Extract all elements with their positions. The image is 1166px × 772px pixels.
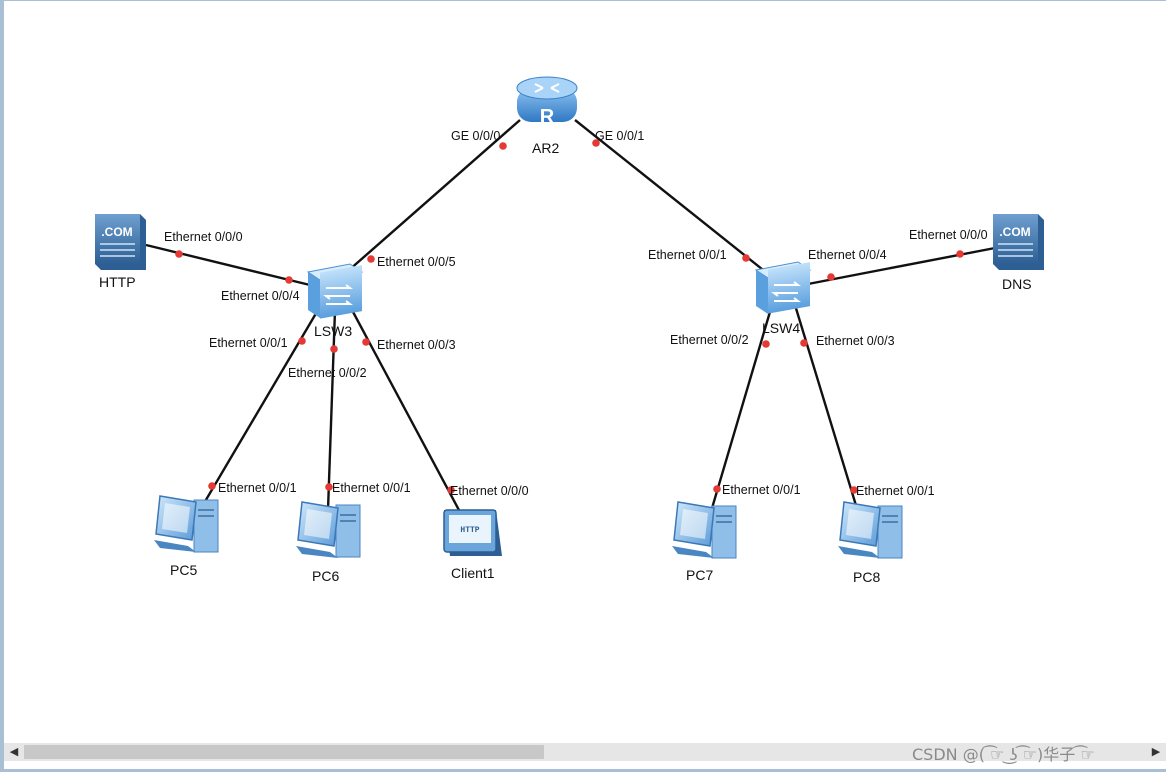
port-dot-ar2-ge000[interactable] — [499, 142, 507, 150]
port-dot-lsw3-e002[interactable] — [330, 345, 338, 353]
link-lsw4-pc8[interactable] — [793, 304, 860, 513]
port-label-dns-e000: Ethernet 0/0/0 — [909, 228, 988, 242]
router-ar2[interactable]: R AR2 — [516, 76, 578, 156]
device-label-pc5: PC5 — [170, 562, 197, 578]
switch-lsw4[interactable]: LSW4 — [754, 261, 812, 336]
device-label-ar2: AR2 — [532, 140, 559, 156]
port-dot-lsw4-e003[interactable] — [800, 339, 808, 347]
port-label-pc8-e001: Ethernet 0/0/1 — [856, 484, 935, 498]
device-label-http: HTTP — [99, 274, 136, 290]
link-lsw3-client1[interactable] — [350, 309, 462, 513]
server-icon: .COM — [993, 214, 1044, 270]
horizontal-scrollbar[interactable]: ◀ ▶ — [4, 743, 1166, 761]
svg-text:R: R — [540, 106, 555, 128]
server-http[interactable]: .COM HTTP — [95, 214, 146, 290]
port-label-lsw3-e001: Ethernet 0/0/1 — [209, 336, 288, 350]
port-label-pc6-e001: Ethernet 0/0/1 — [332, 481, 411, 495]
device-label-lsw3: LSW3 — [314, 323, 352, 339]
port-dot-pc6-e001[interactable] — [325, 483, 333, 491]
pc-pc6[interactable]: PC6 — [296, 501, 361, 584]
port-dots — [175, 139, 964, 494]
client-client1[interactable]: HTTP Client1 — [443, 509, 502, 581]
pc-icon — [672, 501, 737, 559]
server-dns[interactable]: .COM DNS — [993, 214, 1044, 292]
switch-icon — [754, 261, 812, 314]
scroll-right-arrow-icon[interactable]: ▶ — [1151, 746, 1161, 758]
scroll-left-arrow-icon[interactable]: ◀ — [9, 746, 19, 758]
port-dot-pc8-e001[interactable] — [850, 486, 858, 494]
port-label-lsw3-e002: Ethernet 0/0/2 — [288, 366, 367, 380]
port-label-ar2-ge001: GE 0/0/1 — [595, 129, 644, 143]
port-dot-lsw3-e005[interactable] — [367, 255, 375, 263]
pc-icon — [838, 501, 903, 559]
svg-text:.COM: .COM — [101, 225, 132, 239]
pc-pc8[interactable]: PC8 — [838, 501, 903, 585]
switch-icon — [306, 263, 364, 319]
port-label-pc5-e001: Ethernet 0/0/1 — [218, 481, 297, 495]
port-label-http-e000: Ethernet 0/0/0 — [164, 230, 243, 244]
port-label-lsw4-e002: Ethernet 0/0/2 — [670, 333, 749, 347]
device-label-pc6: PC6 — [312, 568, 339, 584]
svg-text:HTTP: HTTP — [460, 526, 479, 535]
port-dot-dns-e000[interactable] — [956, 250, 964, 258]
port-dot-lsw3-e003[interactable] — [362, 338, 370, 346]
scrollbar-thumb[interactable] — [24, 745, 544, 759]
port-dot-ar2-ge001[interactable] — [592, 139, 600, 147]
port-label-client1-e000: Ethernet 0/0/0 — [450, 484, 529, 498]
csdn-watermark: CSDN @( ͡☞ ͜ʖ ͡☞)华子 ͡☞ — [912, 745, 1095, 764]
port-dot-lsw3-e001[interactable] — [298, 337, 306, 345]
port-label-lsw4-e003: Ethernet 0/0/3 — [816, 334, 895, 348]
links — [145, 119, 996, 516]
port-label-pc7-e001: Ethernet 0/0/1 — [722, 483, 801, 497]
port-label-lsw4-e001: Ethernet 0/0/1 — [648, 248, 727, 262]
link-lsw4-pc7[interactable] — [708, 304, 774, 516]
http-client-icon: HTTP — [443, 509, 502, 556]
pc-pc7[interactable]: PC7 — [672, 501, 737, 583]
port-labels: GE 0/0/0 GE 0/0/1 Ethernet 0/0/5 Etherne… — [164, 129, 988, 498]
port-dot-lsw4-e001[interactable] — [742, 254, 750, 262]
link-dns-lsw4[interactable] — [807, 246, 996, 286]
port-label-lsw3-e005: Ethernet 0/0/5 — [377, 255, 456, 269]
link-ar2-lsw3[interactable] — [331, 119, 521, 286]
link-lsw3-pc5[interactable] — [198, 309, 320, 511]
pc-pc5[interactable]: PC5 — [154, 495, 219, 578]
device-label-dns: DNS — [1002, 276, 1032, 292]
link-lsw3-pc6[interactable] — [326, 309, 337, 511]
port-label-lsw3-e004: Ethernet 0/0/4 — [221, 289, 300, 303]
pc-icon — [296, 501, 361, 558]
port-dot-lsw4-e002[interactable] — [762, 340, 770, 348]
port-dot-lsw4-e004[interactable] — [827, 273, 835, 281]
link-http-lsw3[interactable] — [145, 243, 311, 287]
device-label-client1: Client1 — [451, 565, 495, 581]
port-dot-client1-e000[interactable] — [447, 486, 455, 494]
port-label-lsw4-e004: Ethernet 0/0/4 — [808, 248, 887, 262]
server-icon: .COM — [95, 214, 146, 270]
port-dot-lsw3-e004[interactable] — [285, 276, 293, 284]
device-label-pc7: PC7 — [686, 567, 713, 583]
port-label-lsw3-e003: Ethernet 0/0/3 — [377, 338, 456, 352]
port-dot-pc7-e001[interactable] — [713, 485, 721, 493]
pc-icon — [154, 495, 219, 553]
svg-text:.COM: .COM — [999, 225, 1030, 239]
topology-canvas[interactable]: GE 0/0/0 GE 0/0/1 Ethernet 0/0/5 Etherne… — [0, 0, 1166, 740]
port-label-ar2-ge000: GE 0/0/0 — [451, 129, 500, 143]
router-icon: R — [516, 76, 578, 128]
port-dot-http-e000[interactable] — [175, 250, 183, 258]
switch-lsw3[interactable]: LSW3 — [306, 263, 364, 339]
device-label-lsw4: LSW4 — [762, 320, 800, 336]
port-dot-pc5-e001[interactable] — [208, 482, 216, 490]
device-label-pc8: PC8 — [853, 569, 880, 585]
